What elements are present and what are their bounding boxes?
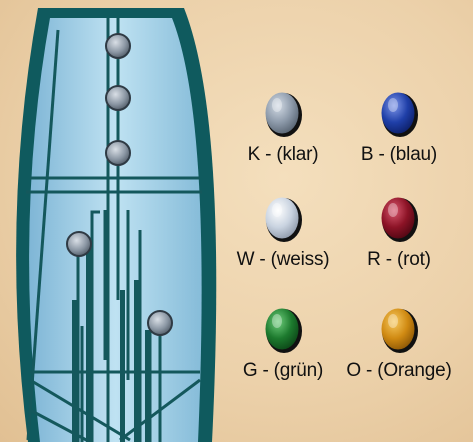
gem-k-icon [263,90,303,138]
glass-panel-illustration [16,8,217,442]
swatch-w: W - (weiss) [223,195,343,285]
swatch-k: K - (klar) [223,90,343,180]
swatch-b-label: B - (blau) [360,144,438,165]
swatch-r: R - (rot) [339,195,459,285]
gem-b-icon [379,90,419,138]
swatch-w-label: W - (weiss) [236,249,330,270]
gem-o-icon [379,306,419,354]
swatch-g-label: G - (grün) [242,360,324,381]
swatch-g: G - (grün) [223,306,343,396]
gem-r-icon [379,195,419,243]
swatch-k-label: K - (klar) [247,144,319,165]
swatch-r-label: R - (rot) [367,249,431,270]
gem-w-icon [263,195,303,243]
swatch-b: B - (blau) [339,90,459,180]
swatch-o-label: O - (Orange) [346,360,452,381]
swatch-o: O - (Orange) [339,306,459,396]
gem-g-icon [263,306,303,354]
